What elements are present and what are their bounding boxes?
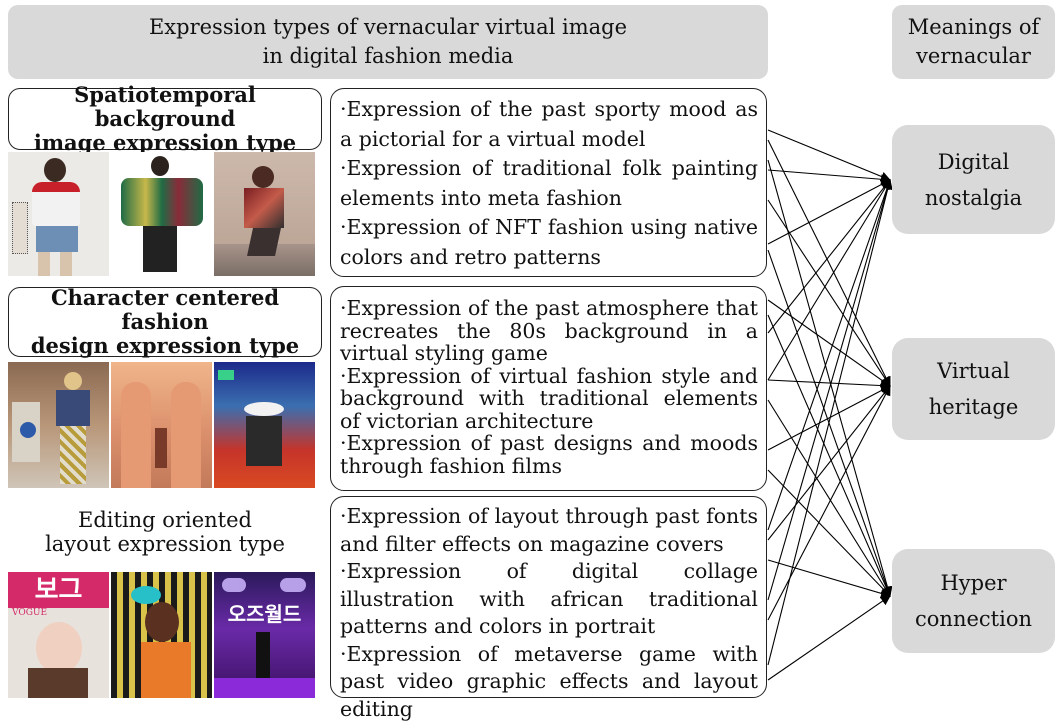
arrow-4-to-nostalgia: [768, 180, 890, 333]
type-title-line-2: design expression type: [31, 334, 299, 358]
desc-box-2: ·Expression of the past atmosphere that …: [330, 286, 767, 491]
arrow-1-to-nostalgia: [768, 130, 890, 180]
desc-item: ·Expression of metaverse game with past …: [340, 641, 758, 723]
photo-sporty-model: [8, 152, 109, 276]
type-title-line-1: Editing oriented: [78, 508, 252, 532]
meaning-line-2: nostalgia: [925, 180, 1022, 216]
arrow-3-to-heritage: [768, 300, 890, 386]
arrow-1-to-connection: [768, 160, 890, 596]
desc-item: ·Expression of the past atmosphere that …: [340, 297, 758, 365]
type-title-line-1: Character centered fashion: [9, 286, 321, 334]
desc-box-3: ·Expression of layout through past fonts…: [330, 496, 767, 698]
meaning-digital-nostalgia: Digital nostalgia: [892, 125, 1055, 234]
desc-item: ·Expression of virtual fashion style and…: [340, 365, 758, 433]
arrow-5-to-connection: [768, 470, 890, 596]
photo-folk-painting-model: [111, 152, 212, 276]
photos-row-3: 보그 VOGUE 오즈월드: [8, 572, 315, 698]
desc-item: ·Expression of layout through past fonts…: [340, 503, 758, 558]
desc-item: ·Expression of past designs and moods th…: [340, 432, 758, 477]
photo-magazine-cover: 보그 VOGUE: [8, 572, 109, 698]
desc-item: ·Expression of digital collage illustrat…: [340, 558, 758, 641]
desc-box-1: ·Expression of the past sporty mood as a…: [330, 88, 767, 277]
photo-metaverse-game: 오즈월드: [214, 572, 315, 698]
type-title-line-1: Spatiotemporal background: [9, 83, 321, 131]
game-sign-text: 오즈월드: [214, 598, 315, 627]
type-spatiotemporal: Spatiotemporal background image expressi…: [8, 88, 322, 150]
arrow-4-to-heritage: [768, 380, 890, 386]
desc-item: ·Expression of the past sporty mood as a…: [340, 94, 758, 154]
photo-fashion-film: [214, 362, 315, 488]
arrow-7-to-nostalgia: [768, 180, 890, 600]
type-character-centered: Character centered fashion design expres…: [8, 287, 322, 357]
photos-row-2: [8, 362, 315, 488]
photo-80s-styling-game: [8, 362, 109, 488]
meaning-line-1: Virtual: [937, 353, 1010, 389]
arrow-6-to-heritage: [768, 386, 890, 540]
arrow-2-to-nostalgia: [768, 170, 890, 180]
meaning-line-2: connection: [915, 601, 1032, 637]
photo-african-collage: [111, 572, 212, 698]
type-editing-oriented: Editing oriented layout expression type: [8, 497, 322, 567]
meaning-line-1: Digital: [938, 144, 1009, 180]
arrow-3-to-nostalgia: [768, 180, 890, 244]
desc-item: ·Expression of NFT fashion using native …: [340, 212, 758, 272]
arrow-5-to-heritage: [768, 386, 890, 450]
desc-item: ·Expression of traditional folk painting…: [340, 153, 758, 213]
magazine-vogue-text: VOGUE: [12, 608, 47, 618]
meaning-hyper-connection: Hyper connection: [892, 549, 1055, 653]
arrow-6-to-nostalgia: [768, 180, 890, 530]
magazine-title-text: 보그: [8, 572, 109, 608]
arrow-4-to-connection: [768, 400, 890, 596]
type-title-line-2: layout expression type: [45, 532, 285, 556]
meaning-line-2: heritage: [929, 389, 1019, 425]
arrow-2-to-connection: [768, 250, 890, 596]
meaning-virtual-heritage: Virtual heritage: [892, 338, 1055, 440]
arrow-7-to-connection: [768, 596, 890, 680]
meaning-line-1: Hyper: [940, 565, 1006, 601]
photo-victorian-architecture: [111, 362, 212, 488]
photos-row-1: [8, 152, 315, 276]
photo-nft-fashion: [214, 152, 315, 276]
